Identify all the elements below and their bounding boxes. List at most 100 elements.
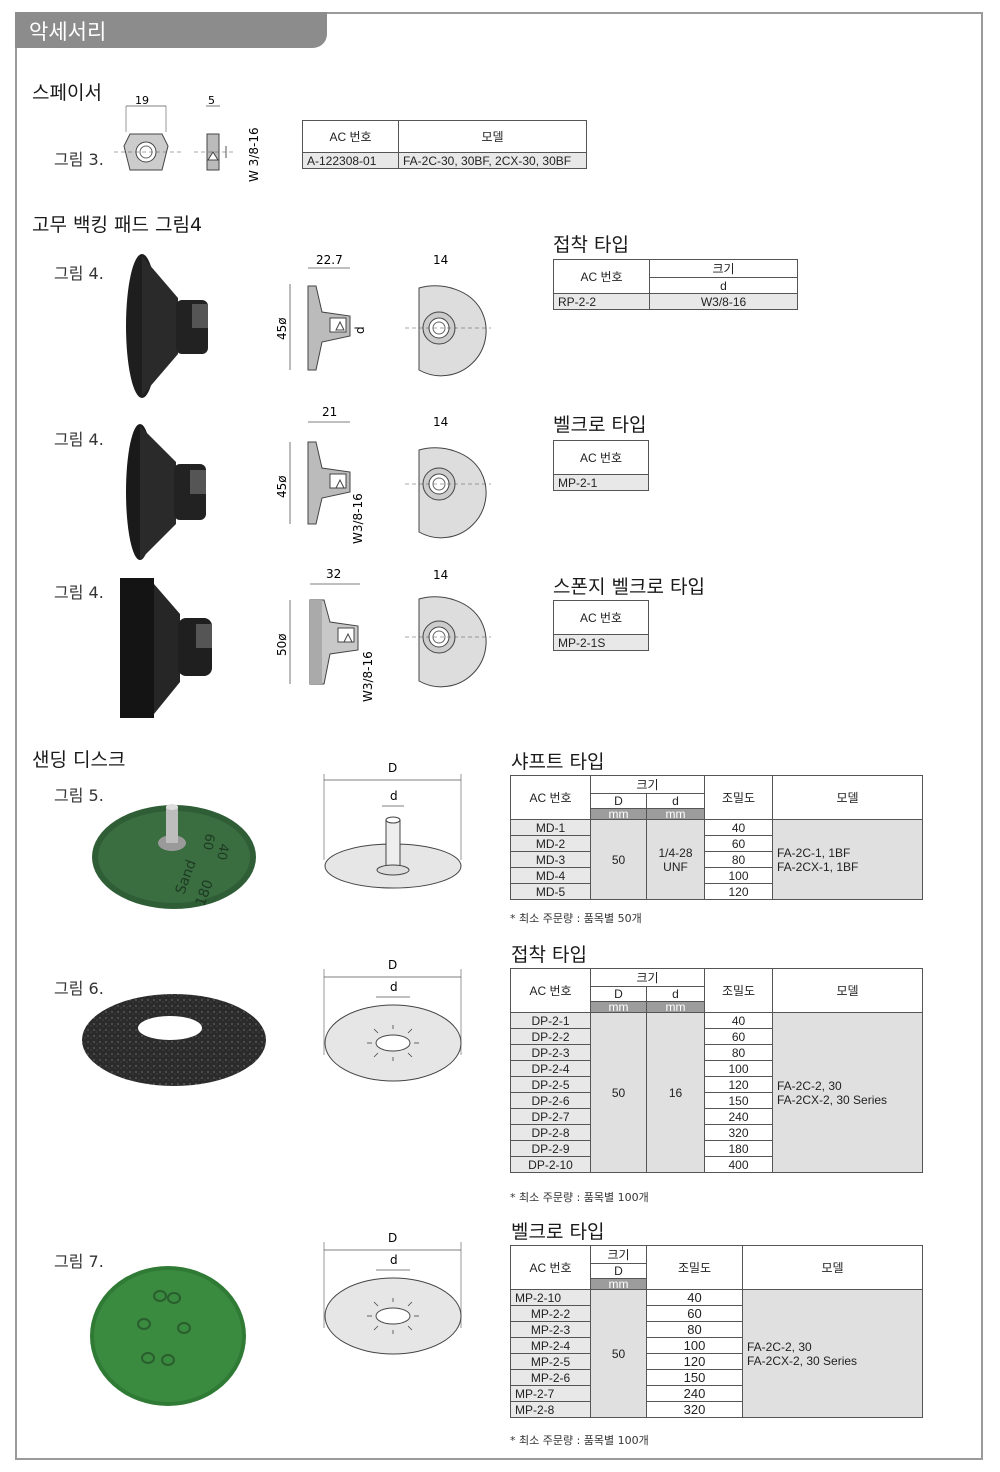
velcro-note: * 최소 주문량 : 품목별 100개 <box>510 1434 649 1447</box>
shaft-unit-d: mm <box>646 808 705 820</box>
shaft-type-title: 샤프트 타입 <box>511 751 605 773</box>
pad1-cell-d: W3/8-16 <box>649 293 798 310</box>
shaft-code: MD-1 <box>510 819 591 836</box>
pad2-cell-ac: MP-2-1 <box>553 474 649 491</box>
adhesive-D-value: 50 <box>590 1012 647 1173</box>
adhesive-code: DP-2-3 <box>510 1044 591 1061</box>
velcro-D-value: 50 <box>590 1289 647 1418</box>
pad2-dia: 45ø <box>275 475 289 498</box>
pad1-face: 14 <box>405 253 491 377</box>
adhesive-unit-D: mm <box>590 1001 647 1013</box>
velcro-code: MP-2-6 <box>510 1369 591 1386</box>
adhesive-col-grit: 조밀도 <box>704 968 773 1013</box>
shaft-grit: 80 <box>704 851 773 868</box>
pad1-col-size: 크기 <box>649 259 798 278</box>
pad3-table: AC 번호 MP-2-1S <box>553 600 649 651</box>
shaft-disc-photo: Sand 180 40 60 <box>92 804 256 909</box>
adhesive-grit: 400 <box>704 1156 773 1173</box>
pad3-face: 14 <box>405 568 491 688</box>
shaft-col-grit: 조밀도 <box>704 775 773 820</box>
adhesive-code: DP-2-8 <box>510 1124 591 1141</box>
adhesive-code: DP-2-2 <box>510 1028 591 1045</box>
pad1-photo <box>126 254 208 398</box>
adhesive-dim-D: D <box>388 958 397 972</box>
velcro-grit: 40 <box>646 1289 743 1306</box>
adhesive-d-value: 16 <box>646 1012 705 1173</box>
velcro-grit: 60 <box>646 1305 743 1322</box>
shaft-code: MD-4 <box>510 867 591 884</box>
shaft-grit: 100 <box>704 867 773 884</box>
adhesive-disc-photo <box>82 994 266 1086</box>
pad2-col-ac: AC 번호 <box>553 440 649 475</box>
adhesive-code: DP-2-9 <box>510 1140 591 1157</box>
velcro-unit-D: mm <box>590 1278 647 1290</box>
pad2-table: AC 번호 MP-2-1 <box>553 440 649 491</box>
velcro-type-title: 벨크로 타입 <box>511 1221 605 1243</box>
shaft-code: MD-5 <box>510 883 591 900</box>
adhesive-code: DP-2-6 <box>510 1092 591 1109</box>
adhesive-code: DP-2-1 <box>510 1012 591 1029</box>
velcro-col-ac: AC 번호 <box>510 1245 591 1290</box>
velcro-grit: 240 <box>646 1385 743 1402</box>
velcro-dim-D: D <box>388 1231 397 1245</box>
disc-print-40: 40 <box>213 842 231 861</box>
pad1-drawing: 22.7 45ø d <box>275 253 367 371</box>
page-frame <box>15 12 983 1460</box>
adhesive-disc-drawing: D d <box>323 958 462 1082</box>
shaft-col-model: 모델 <box>772 775 923 820</box>
adhesive-grit: 60 <box>704 1028 773 1045</box>
adhesive-grit: 80 <box>704 1044 773 1061</box>
adhesive-figure-label: 그림 6. <box>54 979 104 998</box>
shaft-grit: 40 <box>704 819 773 836</box>
velcro-grit: 320 <box>646 1401 743 1418</box>
adhesive-unit-d: mm <box>646 1001 705 1013</box>
pad2-figure-label: 그림 4. <box>54 430 104 449</box>
velcro-grit: 100 <box>646 1337 743 1354</box>
shaft-grit: 120 <box>704 883 773 900</box>
shaft-code: MD-3 <box>510 851 591 868</box>
adhesive-grit: 320 <box>704 1124 773 1141</box>
velcro-grit: 120 <box>646 1353 743 1370</box>
adhesive-grit: 240 <box>704 1108 773 1125</box>
shaft-D-value: 50 <box>590 819 647 900</box>
velcro-code: MP-2-3 <box>510 1321 591 1338</box>
pad1-cell-ac: RP-2-2 <box>553 293 650 310</box>
pad2-face: 14 <box>405 415 491 539</box>
pad2-photo <box>126 424 206 560</box>
velcro-disc-drawing: D d <box>323 1231 462 1355</box>
adhesive-note: * 최소 주문량 : 품목별 100개 <box>510 1191 649 1204</box>
velcro-dim-d: d <box>390 1253 398 1267</box>
adhesive-type-title: 접착 타입 <box>511 944 587 966</box>
pad1-figure-label: 그림 4. <box>54 264 104 283</box>
adhesive-grit: 40 <box>704 1012 773 1029</box>
adhesive-grit: 180 <box>704 1140 773 1157</box>
velcro-code: MP-2-4 <box>510 1337 591 1354</box>
spacer-width-dim: 19 <box>135 94 149 107</box>
velcro-col-grit: 조밀도 <box>646 1245 743 1290</box>
adhesive-grit: 100 <box>704 1060 773 1077</box>
velcro-disc-photo <box>90 1266 246 1406</box>
pad3-photo <box>120 578 212 718</box>
shaft-unit-D: mm <box>590 808 647 820</box>
velcro-figure-label: 그림 7. <box>54 1252 104 1271</box>
col-ac: AC 번호 <box>302 120 399 153</box>
col-model: 모델 <box>398 120 587 153</box>
rubber-title: 고무 백킹 패드 그림4 <box>32 214 203 236</box>
spacer-thick-dim: 5 <box>208 94 215 107</box>
pad2-len: 21 <box>322 405 337 419</box>
shaft-col-size: 크기 <box>590 775 705 794</box>
adhesive-code: DP-2-5 <box>510 1076 591 1093</box>
pad1-dia: 45ø <box>275 317 289 340</box>
spacer-drawing: 19 5 W 3/8-16 <box>114 94 261 182</box>
pad2-drawing: 21 45ø W3/8-16 <box>275 405 365 544</box>
pad3-face-dim: 14 <box>433 568 448 582</box>
velcro-grit: 150 <box>646 1369 743 1386</box>
velcro-col-model: 모델 <box>742 1245 923 1290</box>
adhesive-col-ac: AC 번호 <box>510 968 591 1013</box>
cell-ac: A-122308-01 <box>302 152 399 169</box>
adhesive-col-size: 크기 <box>590 968 705 987</box>
section-tab: 악세서리 <box>15 12 327 48</box>
